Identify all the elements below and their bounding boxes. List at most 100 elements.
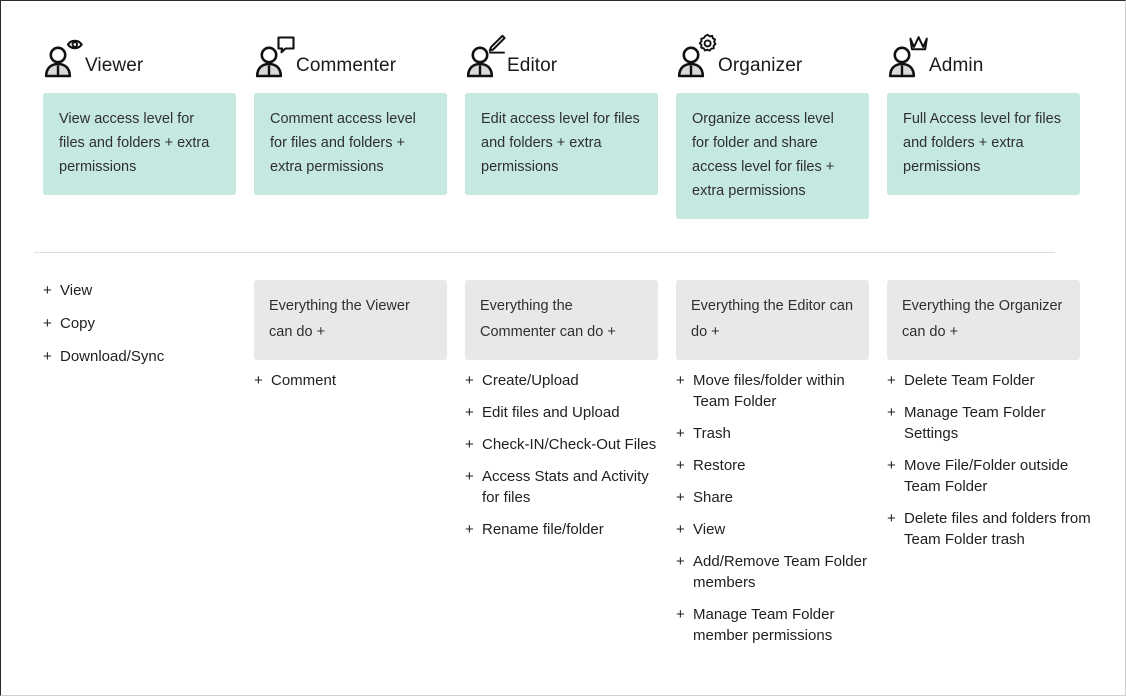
permissions-row: + View + Copy + Download/Sync Everything th… [43,280,1091,657]
role-name: Organizer [718,55,803,76]
list-item: + Move File/Folder outside Team Folder [887,455,1092,497]
role-column-editor: Editor Edit access level for files and f… [465,29,676,195]
plus-icon: + [887,404,896,421]
permission-label: Check-IN/Check-Out Files [482,436,657,453]
role-description: Full Access level for files and folders … [887,93,1080,195]
inherits-banner: Everything the Editor can do + [676,280,869,360]
role-column-viewer: Viewer View access level for files and f… [43,29,254,195]
plus-icon: + [676,372,685,389]
list-item: + Comment [254,370,459,391]
permission-label: Restore [693,457,746,474]
plus-icon: + [43,282,52,299]
person-gear-icon [676,31,718,81]
list-item: + Delete files and folders from Team Fold… [887,508,1092,550]
list-item: + Trash [676,423,881,444]
plus-icon: + [676,553,685,570]
role-header-commenter: Commenter [254,29,465,81]
permissions-column-admin: Everything the Organizer can do + +Delet… [887,280,1098,561]
permission-list-admin: +Delete Team Folder +Manage Team Folder … [887,370,1098,550]
role-name: Viewer [85,55,144,76]
list-item: + View [43,280,248,301]
list-item: +Delete Team Folder [887,370,1092,391]
roles-row: Viewer View access level for files and f… [43,29,1091,219]
list-item: + Access Stats and Activity for files [465,466,670,508]
role-description: Edit access level for files and folders … [465,93,658,195]
list-item: + View [676,519,881,540]
permission-list-editor: + Create/Upload +Edit files and Upload + C… [465,370,676,540]
permissions-column-viewer: + View + Copy + Download/Sync [43,280,254,379]
plus-icon: + [676,489,685,506]
role-header-editor: Editor [465,29,676,81]
role-header-admin: Admin [887,29,1098,81]
role-header-viewer: Viewer [43,29,254,81]
plus-icon: + [43,315,52,332]
permission-label: Manage Team Folder member permissions [693,606,835,644]
list-item: + Manage Team Folder member permissions [676,604,881,646]
permission-list-viewer: + View + Copy + Download/Sync [43,280,254,367]
list-item: + Move files/folder within Team Folder [676,370,881,412]
list-item: + Manage Team Folder Settings [887,402,1092,444]
list-item: + Copy [43,313,248,334]
role-column-commenter: Commenter Comment access level for files… [254,29,465,195]
permission-label: Copy [60,315,96,332]
permission-label: Trash [693,425,731,442]
role-header-organizer: Organizer [676,29,887,81]
plus-icon: + [887,510,896,527]
plus-icon: + [676,457,685,474]
permission-label: Access Stats and Activity for files [482,468,649,506]
plus-icon: + [465,521,474,538]
role-name: Commenter [296,55,397,76]
permission-label: View [60,282,93,299]
permission-label: Download/Sync [60,348,165,365]
person-eye-icon [43,31,85,81]
permission-label: Move files/folder within Team Folder [693,372,845,410]
permission-label: View [693,521,726,538]
plus-icon: + [465,436,474,453]
role-name: Admin [929,55,984,76]
list-item: + Restore [676,455,881,476]
permission-label: Share [693,489,734,506]
permission-label: Create/Upload [482,372,579,389]
person-pencil-icon [465,31,507,81]
permission-label: Comment [271,372,337,389]
permission-label: Rename file/folder [482,521,604,538]
role-column-organizer: Organizer Organize access level for fold… [676,29,887,219]
role-description: Organize access level for folder and sha… [676,93,869,219]
permission-label: Delete files and folders from Team Folde… [904,510,1091,548]
permissions-column-organizer: Everything the Editor can do + + Move fil… [676,280,887,657]
plus-icon: + [676,606,685,623]
permissions-column-commenter: Everything the Viewer can do + + Comment [254,280,465,402]
permission-list-commenter: + Comment [254,370,465,391]
person-comment-icon [254,31,296,81]
role-column-admin: Admin Full Access level for files and fo… [887,29,1098,195]
plus-icon: + [254,372,263,389]
role-description: View access level for files and folders … [43,93,236,195]
inherits-banner: Everything the Organizer can do + [887,280,1080,360]
role-name: Editor [507,55,558,76]
list-item: + Create/Upload [465,370,670,391]
list-item: + Check-IN/Check-Out Files [465,434,670,455]
section-divider [34,252,1055,253]
permission-label: Delete Team Folder [904,372,1035,389]
list-item: +Add/Remove Team Folder members [676,551,881,593]
list-item: +Edit files and Upload [465,402,670,423]
inherits-banner: Everything the Viewer can do + [254,280,447,360]
plus-icon: + [676,425,685,442]
permissions-column-editor: Everything the Commenter can do + + Creat… [465,280,676,551]
plus-icon: + [887,457,896,474]
permission-label: Move File/Folder outside Team Folder [904,457,1069,495]
list-item: + Share [676,487,881,508]
plus-icon: + [676,521,685,538]
inherits-banner: Everything the Commenter can do + [465,280,658,360]
plus-icon: + [43,348,52,365]
person-crown-icon [887,31,929,81]
list-item: + Download/Sync [43,346,248,367]
plus-icon: + [465,372,474,389]
role-description: Comment access level for files and folde… [254,93,447,195]
list-item: + Rename file/folder [465,519,670,540]
permission-label: Manage Team Folder Settings [904,404,1046,442]
plus-icon: + [465,468,474,485]
permission-list-organizer: + Move files/folder within Team Folder + T… [676,370,887,646]
